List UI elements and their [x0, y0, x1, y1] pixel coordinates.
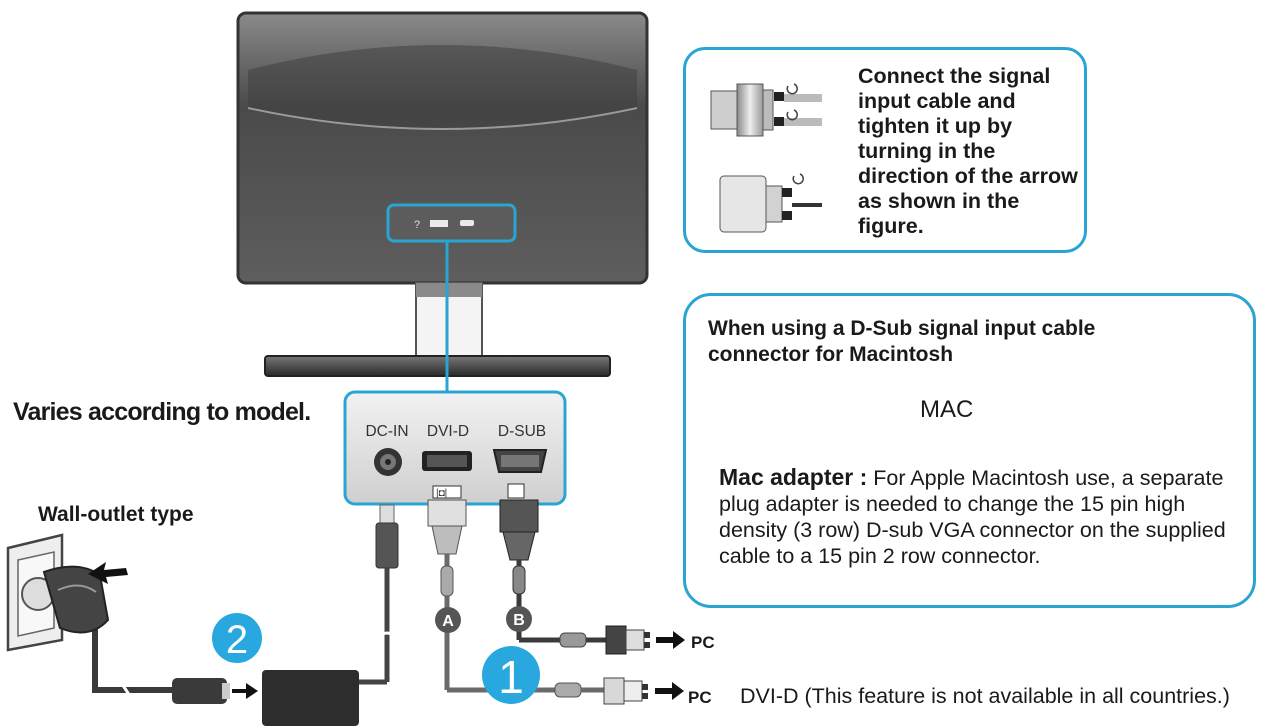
marker-b-label: B: [513, 612, 525, 629]
step-1-label: 1: [498, 651, 524, 703]
arrow-icon: [232, 683, 258, 699]
step-1-badge: 1: [482, 646, 540, 704]
port-label-d-sub: D-SUB: [498, 423, 546, 440]
vga-connector-icon: [719, 173, 822, 233]
pc-label-dvi: PC: [688, 688, 712, 707]
dc-cable: [358, 504, 399, 685]
pc-label-vga: PC: [691, 633, 715, 652]
mac-note-heading: When using a D-Sub signal input cable co…: [708, 317, 1096, 366]
vga-connector-icon: [605, 625, 650, 655]
wall-plug-icon: [6, 533, 128, 652]
varies-note: Varies according to model.: [13, 398, 311, 426]
wall-outlet-label: Wall-outlet type: [38, 503, 194, 526]
ac-cord: [92, 600, 230, 704]
marker-b: B: [506, 606, 532, 632]
mac-adapter-text: For Apple Macintosh use, a separate plug…: [719, 466, 1226, 568]
mac-adapter-title: Mac adapter :: [719, 464, 868, 490]
arrow-icon: [655, 682, 684, 700]
step-2-badge: 2: [212, 613, 262, 663]
port-label-dvi-d: DVI-D: [427, 423, 469, 440]
mac-note-box: When using a D-Sub signal input cable co…: [683, 293, 1256, 608]
dvi-connector-icon: [603, 677, 648, 705]
power-adapter-icon: [262, 670, 359, 726]
port-label-dc-in: DC-IN: [365, 423, 408, 440]
marker-a-label: A: [442, 613, 454, 630]
mac-arrow-label: MAC: [920, 396, 974, 423]
dvi-availability-note: DVI-D (This feature is not available in …: [740, 684, 1230, 708]
dvi-cable: |◘|: [427, 485, 684, 705]
marker-a: A: [435, 607, 461, 633]
port-panel: [343, 390, 567, 506]
svg-text:?: ?: [414, 219, 420, 231]
connect-note-text: Connect the signal input cable and tight…: [858, 64, 1078, 238]
dvi-connector-icon: [710, 83, 822, 137]
mac-adapter-description: Mac adapter : For Apple Macintosh use, a…: [719, 464, 1249, 569]
arrow-icon: [656, 631, 685, 649]
step-2-label: 2: [226, 618, 248, 662]
connect-note-box: Connect the signal input cable and tight…: [683, 47, 1087, 253]
svg-text:|◘|: |◘|: [436, 488, 447, 499]
monitor-back-icon: ?: [236, 11, 649, 377]
